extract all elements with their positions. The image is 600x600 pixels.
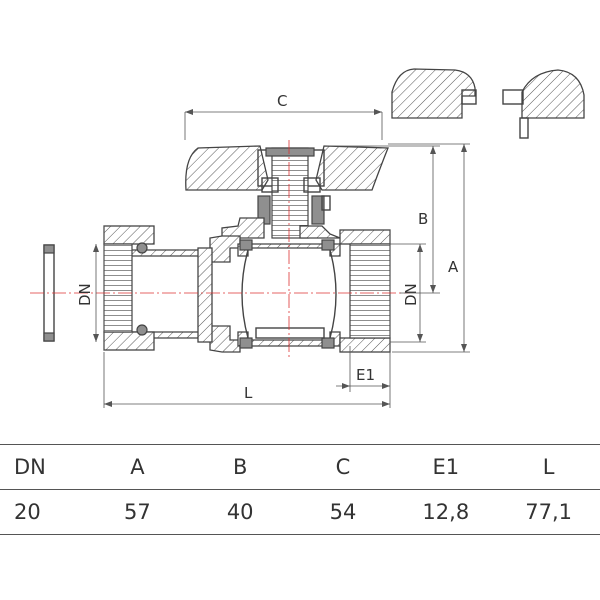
handle-detail-view-1 xyxy=(391,68,477,119)
dim-label-dn-right: DN xyxy=(402,283,420,306)
right-end-threads xyxy=(339,229,391,353)
value-a: 57 xyxy=(124,500,151,524)
dimension-e1: E1 xyxy=(336,346,391,408)
valve-handle xyxy=(185,145,389,191)
dim-label-l: L xyxy=(244,384,253,402)
valve-stem xyxy=(257,147,331,239)
header-e1: E1 xyxy=(432,455,460,479)
value-l: 77,1 xyxy=(525,500,572,524)
header-b: B xyxy=(232,455,248,479)
table-value-row: 20 57 40 54 12,8 77,1 xyxy=(0,490,600,534)
dimension-l: L xyxy=(103,352,390,408)
center-lines xyxy=(30,140,410,360)
table-bottom-rule xyxy=(0,534,600,535)
dimension-a: A xyxy=(388,143,470,353)
dimensions-table: DN A B C E1 L 20 57 40 54 12,8 77,1 xyxy=(0,444,600,535)
value-c: 54 xyxy=(329,500,357,524)
value-dn: 20 xyxy=(14,500,41,524)
value-e1: 12,8 xyxy=(422,500,470,524)
dim-label-c: C xyxy=(277,92,287,110)
table-top-rule xyxy=(0,444,600,445)
dimension-c: C xyxy=(184,92,383,140)
dim-label-dn-left: DN xyxy=(76,283,94,306)
header-a: A xyxy=(130,455,145,479)
dim-label-a: A xyxy=(448,258,459,276)
dimension-dn-left: DN xyxy=(76,244,99,342)
table-header-row: DN A B C E1 L xyxy=(0,445,600,489)
dimension-b: B xyxy=(330,145,440,294)
header-l: L xyxy=(542,455,555,479)
valve-ball xyxy=(239,239,337,349)
valve-body xyxy=(129,217,341,353)
handle-detail-view-2 xyxy=(502,69,585,139)
dim-label-e1: E1 xyxy=(356,366,375,384)
dim-label-b: B xyxy=(418,210,428,228)
valve-technical-drawing: C xyxy=(30,68,585,408)
table-middle-rule xyxy=(0,489,600,490)
left-union-nut xyxy=(103,225,155,351)
value-b: 40 xyxy=(226,500,254,524)
header-c: C xyxy=(335,455,351,479)
header-dn: DN xyxy=(14,455,46,479)
